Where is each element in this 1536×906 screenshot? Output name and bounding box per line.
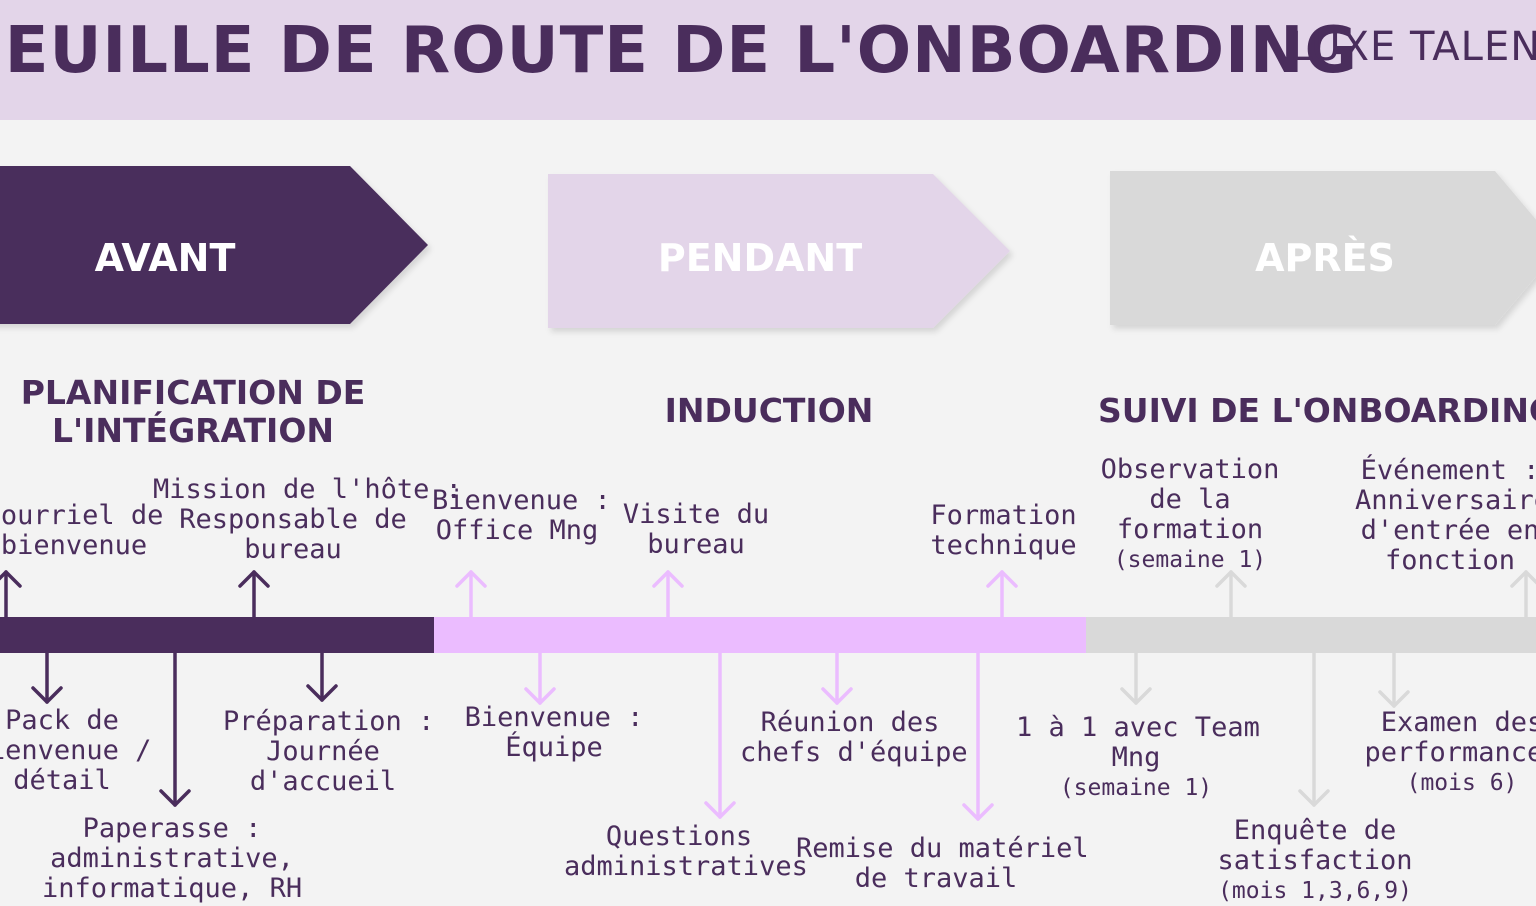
- timeline-avant: [0, 617, 434, 653]
- milestone-questions: Questions administratives: [564, 821, 808, 882]
- section-apres-heading: SUIVI DE L'ONBOARDING: [1098, 391, 1536, 430]
- arrow-mission: [238, 570, 270, 619]
- apres-chevron: [1110, 171, 1536, 325]
- arrow-visite: [652, 570, 684, 619]
- milestone-mission: Mission de l'hôte : Responsable de burea…: [153, 474, 462, 565]
- section-avant-heading: PLANIFICATION DE L'INTÉGRATION: [20, 373, 366, 450]
- milestone-visite: Visite du bureau: [622, 499, 770, 560]
- stage-pendant-label: PENDANT: [657, 236, 863, 280]
- timeline-apres: [1086, 617, 1536, 653]
- brand-logo: LUXE TALENT: [1290, 24, 1536, 70]
- arrow-paperasse: [159, 651, 191, 807]
- arrow-bienvenue-equipe: [524, 651, 556, 705]
- arrow-evenement: [1510, 570, 1536, 619]
- arrow-preparation: [306, 651, 338, 702]
- timeline-pendant: [434, 617, 1086, 653]
- milestone-pack: Pack de bienvenue / détail: [0, 705, 152, 796]
- milestone-observation: Observation de la formation (semaine 1): [1100, 454, 1280, 574]
- arrow-remise: [962, 651, 994, 821]
- arrow-pack: [31, 651, 63, 704]
- milestone-formation: Formation technique: [930, 500, 1077, 561]
- page-title: FEUILLE DE ROUTE DE L'ONBOARDING: [0, 14, 1358, 88]
- arrow-one-on-one: [1120, 651, 1152, 705]
- pendant-chevron: [548, 174, 1010, 328]
- arrow-formation: [986, 570, 1018, 619]
- milestone-evenement: Événement : Anniversaire d'entrée en fon…: [1355, 455, 1536, 576]
- milestone-remise: Remise du matériel de travail: [796, 833, 1089, 894]
- arrow-observation: [1215, 570, 1247, 619]
- arrow-questions: [704, 651, 736, 819]
- arrow-courriel: [0, 570, 22, 619]
- arrow-enquete: [1298, 651, 1330, 807]
- milestone-enquete: Enquête de satisfaction (mois 1,3,6,9): [1217, 815, 1413, 905]
- milestone-bienvenue-office: Bienvenue : Office Mng: [432, 485, 611, 546]
- section-pendant-heading: INDUCTION: [664, 391, 874, 430]
- milestone-reunion: Réunion des chefs d'équipe: [740, 707, 968, 768]
- arrow-reunion: [821, 651, 853, 705]
- milestone-preparation: Préparation : Journée d'accueil: [223, 706, 435, 797]
- avant-chevron: [0, 166, 428, 324]
- header-banner: FEUILLE DE ROUTE DE L'ONBOARDING LUXE TA…: [0, 0, 1536, 120]
- stage-avant-label: AVANT: [94, 236, 236, 280]
- arrow-bienvenue-office: [455, 570, 487, 619]
- arrow-examen: [1378, 651, 1410, 708]
- milestone-one-on-one: 1 à 1 avec Team Mng (semaine 1): [1016, 712, 1260, 802]
- milestone-examen: Examen des performances (mois 6): [1364, 707, 1536, 797]
- stage-apres-label: APRÈS: [1255, 236, 1395, 280]
- milestone-courriel: Courriel de bienvenue: [0, 500, 164, 561]
- milestone-bienvenue-equipe: Bienvenue : Équipe: [464, 702, 644, 763]
- milestone-paperasse: Paperasse : administrative, informatique…: [42, 813, 303, 904]
